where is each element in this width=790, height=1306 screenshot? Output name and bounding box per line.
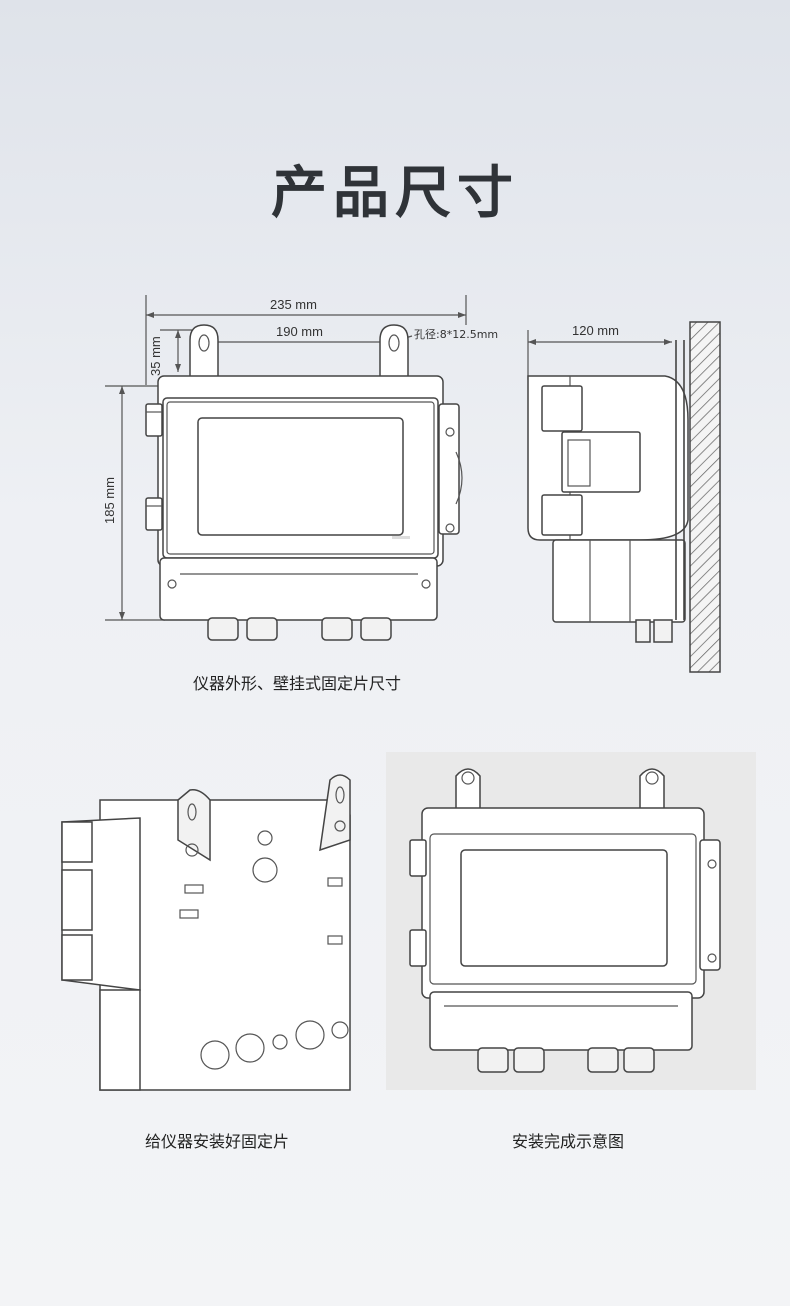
- dimension-labels: 235 mm 190 mm 孔径:8*12.5mm 35 mm 185 mm 1…: [102, 297, 619, 524]
- installed-view-caption: 安装完成示意图: [512, 1132, 625, 1151]
- dim-height: 185 mm: [102, 477, 117, 524]
- side-view-instrument: [527, 321, 721, 673]
- back-view-caption: 给仪器安装好固定片: [145, 1132, 290, 1151]
- dim-depth: 120 mm: [572, 323, 619, 338]
- dim-hole-spec: 孔径:8*12.5mm: [414, 328, 498, 341]
- front-view-instrument: [145, 324, 463, 641]
- installed-view-drawing: [409, 768, 721, 1073]
- page-title: 产品尺寸: [271, 161, 519, 226]
- front-dimension-drawing: [105, 295, 721, 673]
- dim-hole-spacing: 190 mm: [276, 324, 323, 339]
- dim-bracket-height: 35 mm: [148, 336, 163, 376]
- dim-width-overall: 235 mm: [270, 297, 317, 312]
- front-view-caption: 仪器外形、壁挂式固定片尺寸: [193, 674, 402, 693]
- back-view-drawing: [61, 774, 351, 1091]
